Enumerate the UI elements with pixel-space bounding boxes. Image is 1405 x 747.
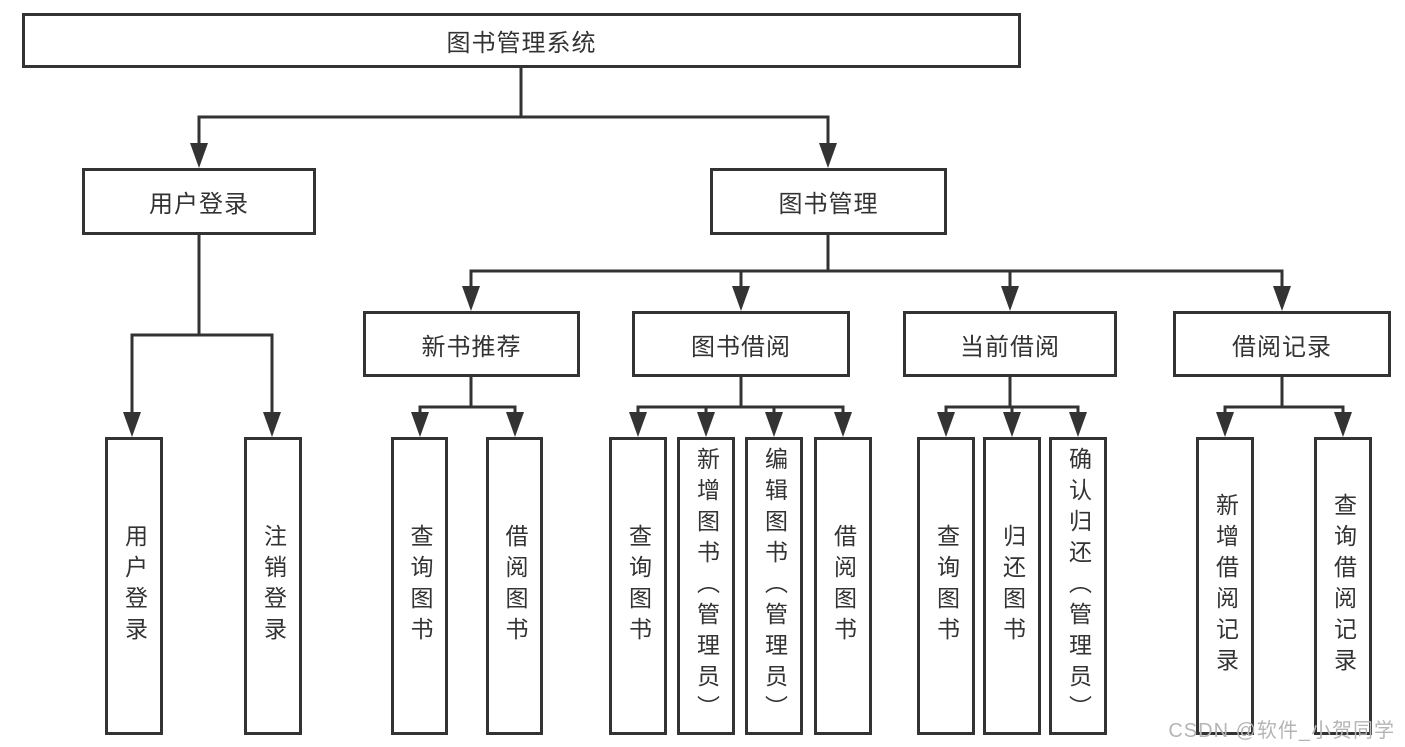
leaf-add-book-admin: 新增图书（管理员） (677, 437, 735, 735)
node-label: 图书管理 (778, 191, 879, 218)
leaf-label: 查询图书 (933, 524, 960, 648)
leaf-query-books-borrowing: 查询图书 (609, 437, 667, 735)
node-new-book-recommendation: 新书推荐 (363, 311, 580, 377)
leaf-label: 归还图书 (999, 524, 1026, 648)
leaf-borrow-books-recommend: 借阅图书 (486, 437, 543, 735)
leaf-label: 查询图书 (407, 524, 433, 648)
leaf-borrow-books-borrowing: 借阅图书 (814, 437, 872, 735)
leaf-label: 编辑图书（管理员） (761, 446, 788, 726)
leaf-edit-book-admin: 编辑图书（管理员） (745, 437, 803, 735)
node-root-library-management-system: 图书管理系统 (22, 13, 1021, 68)
leaf-query-borrow-record: 查询借阅记录 (1314, 437, 1372, 735)
node-label: 图书管理系统 (446, 30, 597, 57)
leaf-add-borrow-record: 新增借阅记录 (1196, 437, 1254, 735)
node-current-borrowing: 当前借阅 (903, 311, 1117, 377)
leaf-label: 新增图书（管理员） (693, 446, 720, 726)
node-label: 用户登录 (149, 191, 249, 218)
node-borrowing-records: 借阅记录 (1173, 311, 1391, 377)
node-book-borrowing: 图书借阅 (632, 311, 850, 377)
leaf-logout: 注销登录 (244, 437, 302, 735)
node-user-login: 用户登录 (82, 168, 316, 235)
leaf-label: 确认归还（管理员） (1065, 446, 1092, 726)
leaf-confirm-return-admin: 确认归还（管理员） (1049, 437, 1107, 735)
leaf-label: 注销登录 (260, 524, 287, 648)
leaf-label: 用户登录 (121, 524, 148, 648)
leaf-label: 查询图书 (625, 524, 652, 648)
watermark-text: CSDN @软件_小贺同学 (1168, 720, 1395, 742)
leaf-return-book: 归还图书 (983, 437, 1041, 735)
leaf-label: 新增借阅记录 (1212, 493, 1239, 679)
leaf-label: 查询借阅记录 (1330, 493, 1357, 679)
node-book-management: 图书管理 (710, 168, 947, 235)
leaf-query-books-recommend: 查询图书 (391, 437, 448, 735)
node-label: 图书借阅 (691, 333, 791, 361)
leaf-user-login: 用户登录 (105, 437, 163, 735)
leaf-label: 借阅图书 (830, 524, 857, 648)
leaf-query-books-current: 查询图书 (917, 437, 975, 735)
node-label: 当前借阅 (960, 333, 1060, 361)
node-label: 新书推荐 (421, 333, 522, 361)
node-label: 借阅记录 (1232, 333, 1332, 361)
leaf-label: 借阅图书 (502, 524, 528, 648)
